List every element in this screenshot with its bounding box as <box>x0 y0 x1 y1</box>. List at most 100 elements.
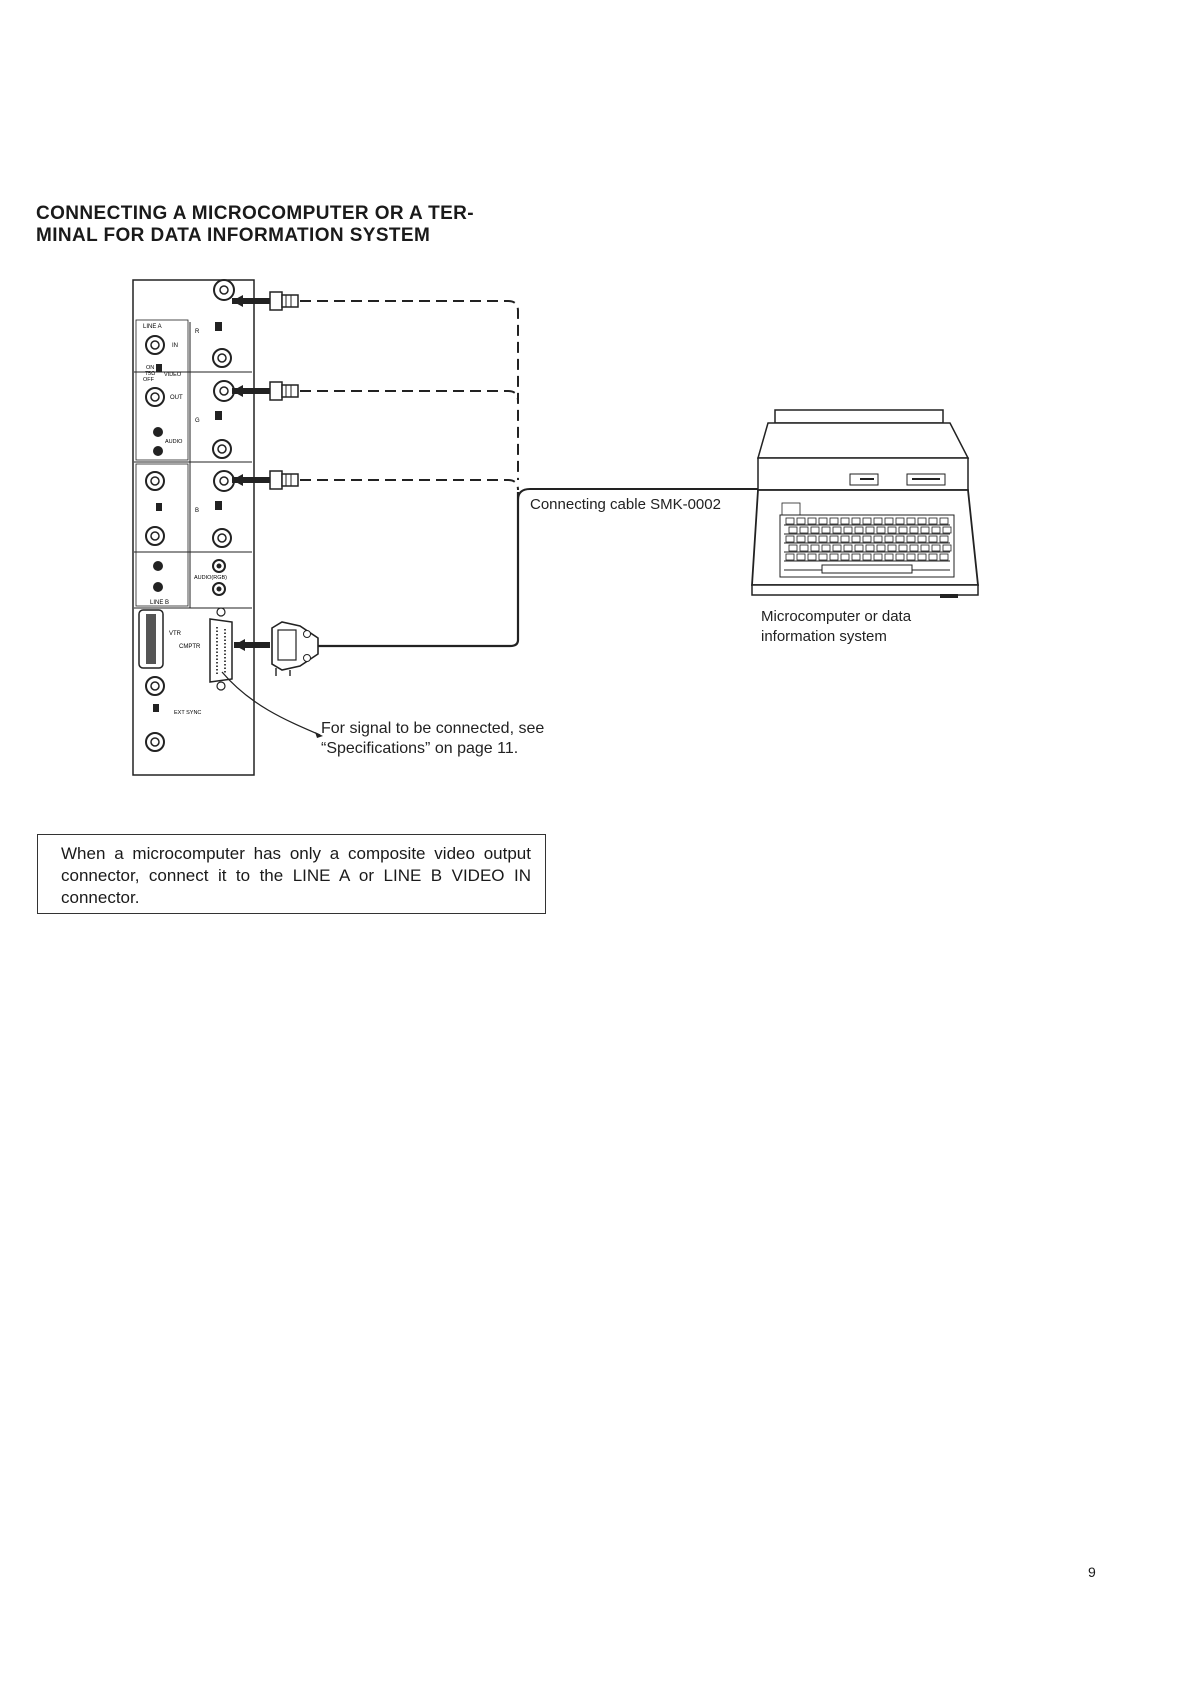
keycap <box>862 553 872 561</box>
dashed-cable-leads <box>300 300 519 491</box>
keycap <box>788 526 798 534</box>
keycap <box>818 553 828 561</box>
keycap <box>843 544 853 552</box>
ext-sync-in-connector[interactable] <box>145 676 165 696</box>
page-number: 9 <box>1088 1564 1096 1580</box>
keycap <box>884 553 894 561</box>
panel-label-line-a: LINE A <box>143 324 162 330</box>
connecting-cable <box>318 492 520 648</box>
keycap <box>865 526 875 534</box>
line-a-video-in-connector[interactable] <box>145 335 165 355</box>
keycap <box>843 526 853 534</box>
line-b-video-in-connector[interactable] <box>145 471 165 491</box>
keycap <box>840 517 850 525</box>
panel-label-off: OFF <box>143 377 155 383</box>
keycap <box>906 553 916 561</box>
keycap <box>799 544 809 552</box>
connection-diagram: LINE A LINE B IN ON 75Ω VIDEO OFF OUT AU… <box>132 279 979 776</box>
rgb-g-switch[interactable] <box>215 411 222 420</box>
panel-label-ext-sync: EXT SYNC <box>174 710 201 716</box>
heading-line-1: CONNECTING A MICROCOMPUTER OR A TER- <box>36 203 475 224</box>
bnc-plug-r <box>232 291 299 311</box>
rgb-r-out-connector[interactable] <box>212 348 232 368</box>
panel-label-b: B <box>195 508 199 514</box>
rgb-audio-out-jack[interactable] <box>212 582 226 596</box>
line-a-video-out-connector[interactable] <box>145 387 165 407</box>
keycap <box>909 526 919 534</box>
computer-label-line-1: Microcomputer or data <box>761 608 912 625</box>
keycap <box>821 526 831 534</box>
rgb-b-switch[interactable] <box>215 501 222 510</box>
section-heading: CONNECTING A MICROCOMPUTER OR A TER- MIN… <box>36 203 556 247</box>
keycap <box>939 553 949 561</box>
panel-label-vtr: VTR <box>169 631 182 637</box>
rgb-audio-in-jack[interactable] <box>212 559 226 573</box>
keycap <box>917 535 927 543</box>
ext-sync-termination-switch[interactable] <box>153 704 159 712</box>
keycap <box>887 544 897 552</box>
keycap <box>920 526 930 534</box>
microcomputer-illustration <box>751 409 979 598</box>
rgb-r-switch[interactable] <box>215 322 222 331</box>
computer-label: Microcomputer or data information system <box>761 607 911 647</box>
keycap <box>788 544 798 552</box>
keycap <box>898 544 908 552</box>
computer-label-line-2: information system <box>761 628 887 645</box>
keycap <box>807 535 817 543</box>
panel-label-g: G <box>195 418 200 424</box>
keycap <box>785 553 795 561</box>
keycap <box>873 535 883 543</box>
keycap <box>898 526 908 534</box>
rgb-b-out-connector[interactable] <box>212 528 232 548</box>
keycap <box>876 526 886 534</box>
line-a-audio-in-jack[interactable] <box>153 427 163 437</box>
signal-note-line-1: For signal to be connected, see <box>321 720 545 737</box>
keycap <box>854 544 864 552</box>
panel-label-ohm: 75Ω <box>145 371 155 377</box>
keycap <box>876 544 886 552</box>
keycap <box>887 526 897 534</box>
keycap <box>810 544 820 552</box>
keycap <box>917 553 927 561</box>
vtr-connector[interactable] <box>138 609 164 669</box>
line-a-audio-out-jack[interactable] <box>153 446 163 456</box>
panel-label-audio: AUDIO <box>165 439 183 445</box>
keycap <box>785 517 795 525</box>
keycap <box>796 535 806 543</box>
keycap <box>796 553 806 561</box>
keycap <box>931 544 941 552</box>
keycap <box>799 526 809 534</box>
line-b-video-out-connector[interactable] <box>145 526 165 546</box>
ext-sync-out-connector[interactable] <box>145 732 165 752</box>
keycap <box>840 535 850 543</box>
keycap <box>928 517 938 525</box>
rgb-g-out-connector[interactable] <box>212 439 232 459</box>
keycap <box>906 517 916 525</box>
keycap <box>884 517 894 525</box>
cmptr-connector[interactable] <box>209 607 233 691</box>
keycap <box>818 535 828 543</box>
keycap <box>895 553 905 561</box>
line-b-audio-out-jack[interactable] <box>153 582 163 592</box>
panel-label-r: R <box>195 329 200 335</box>
signal-note: For signal to be connected, see “Specifi… <box>321 719 544 759</box>
rgb-b-in-connector[interactable] <box>213 470 235 492</box>
line-b-audio-in-jack[interactable] <box>153 561 163 571</box>
panel-label-out: OUT <box>170 395 183 401</box>
keycap <box>818 517 828 525</box>
keycap <box>829 517 839 525</box>
keycap <box>909 544 919 552</box>
rgb-r-in-connector[interactable] <box>213 279 235 301</box>
rgb-g-in-connector[interactable] <box>213 380 235 402</box>
dsub-cable-plug <box>234 621 319 676</box>
keycap <box>865 544 875 552</box>
signal-leader-line <box>221 671 321 736</box>
keycap <box>854 526 864 534</box>
keycap <box>942 526 952 534</box>
keycap <box>785 535 795 543</box>
panel-label-video: VIDEO <box>164 372 182 378</box>
keycap <box>873 553 883 561</box>
line-b-termination-switch[interactable] <box>156 503 162 511</box>
line-a-termination-switch[interactable] <box>156 364 162 372</box>
keycap <box>851 553 861 561</box>
